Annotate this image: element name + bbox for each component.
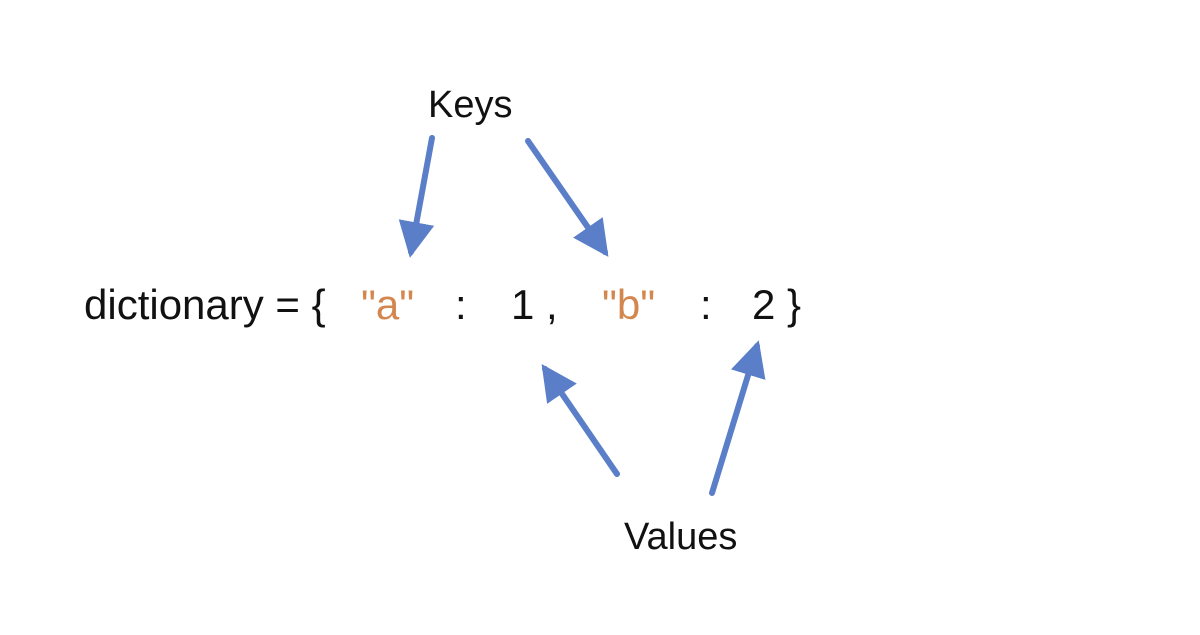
values-label: Values <box>624 516 738 558</box>
key-b: "b" <box>602 281 656 328</box>
colon-1: : <box>455 281 467 328</box>
value-2: 2 } <box>752 281 802 328</box>
arrow-values-to-2 <box>709 340 766 496</box>
arrow-values-to-1 <box>541 364 620 477</box>
arrow-keys-to-b <box>525 138 609 257</box>
keys-label: Keys <box>428 84 513 126</box>
dictionary-assignment: dictionary = { <box>84 281 326 328</box>
value-1: 1 , <box>511 281 558 328</box>
key-a: "a" <box>361 281 415 328</box>
colon-2: : <box>700 281 712 328</box>
arrow-keys-to-a <box>398 135 435 258</box>
